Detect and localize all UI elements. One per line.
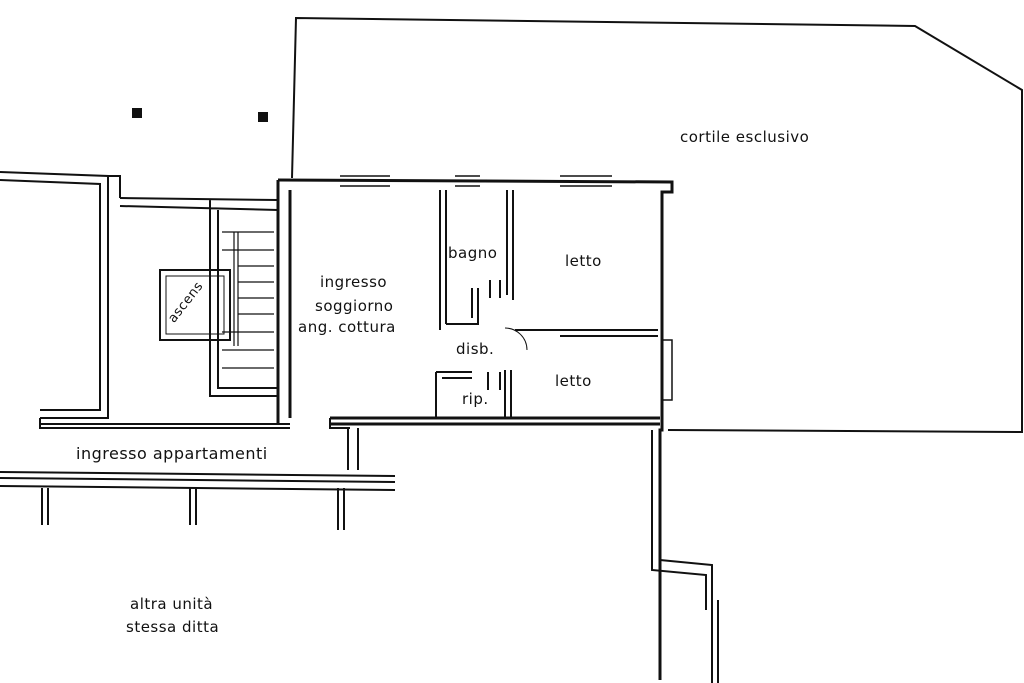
wall-bagno-left [439, 190, 447, 330]
left-unit-top [108, 175, 121, 198]
pillars [41, 488, 345, 530]
left-unit-wall [0, 171, 109, 419]
stair-center-rail [233, 232, 239, 346]
wall-bagno-lower [446, 288, 479, 325]
elevator-shaft [159, 269, 231, 341]
chimney-1 [132, 108, 142, 118]
corridor-right-wall [347, 428, 359, 470]
label-bagno: bagno [448, 244, 498, 262]
window-top-1 [340, 175, 390, 187]
apartment-outer-wall [277, 178, 674, 680]
stair-treads [222, 231, 274, 369]
door-marks [487, 280, 501, 390]
label-stessa-ditta: stessa ditta [126, 618, 220, 636]
lower-right-boundary [651, 430, 719, 683]
label-rip: rip. [462, 390, 489, 408]
label-soggiorno: soggiorno [315, 297, 394, 315]
chimney-2 [258, 112, 268, 122]
apartment-left-wall [276, 180, 292, 425]
window-right [662, 339, 673, 401]
corridor-top-wall [39, 418, 350, 429]
courtyard-boundary [291, 16, 1023, 434]
label-ingresso: ingresso [320, 273, 388, 291]
wall-rip [435, 371, 472, 418]
wall-bagno-right [506, 190, 514, 300]
label-ingresso-appartamenti: ingresso appartamenti [76, 444, 268, 463]
stair-core-walls [119, 197, 279, 397]
window-top-2 [455, 175, 480, 187]
label-altra-unita: altra unità [130, 595, 214, 613]
label-disb: disb. [456, 340, 495, 358]
door-swing-disb [504, 327, 528, 351]
wall-rip-right [504, 370, 512, 418]
window-top-3 [560, 175, 612, 187]
apartment-bottom-wall [330, 416, 660, 426]
wall-letto-divider [515, 329, 658, 337]
corridor-bottom-wall [0, 471, 396, 491]
label-cortile: cortile esclusivo [680, 128, 810, 146]
label-ang-cottura: ang. cottura [298, 318, 396, 336]
label-letto-bottom: letto [555, 372, 592, 390]
label-letto-top: letto [565, 252, 602, 270]
elevator-shaft-inner [165, 275, 225, 335]
